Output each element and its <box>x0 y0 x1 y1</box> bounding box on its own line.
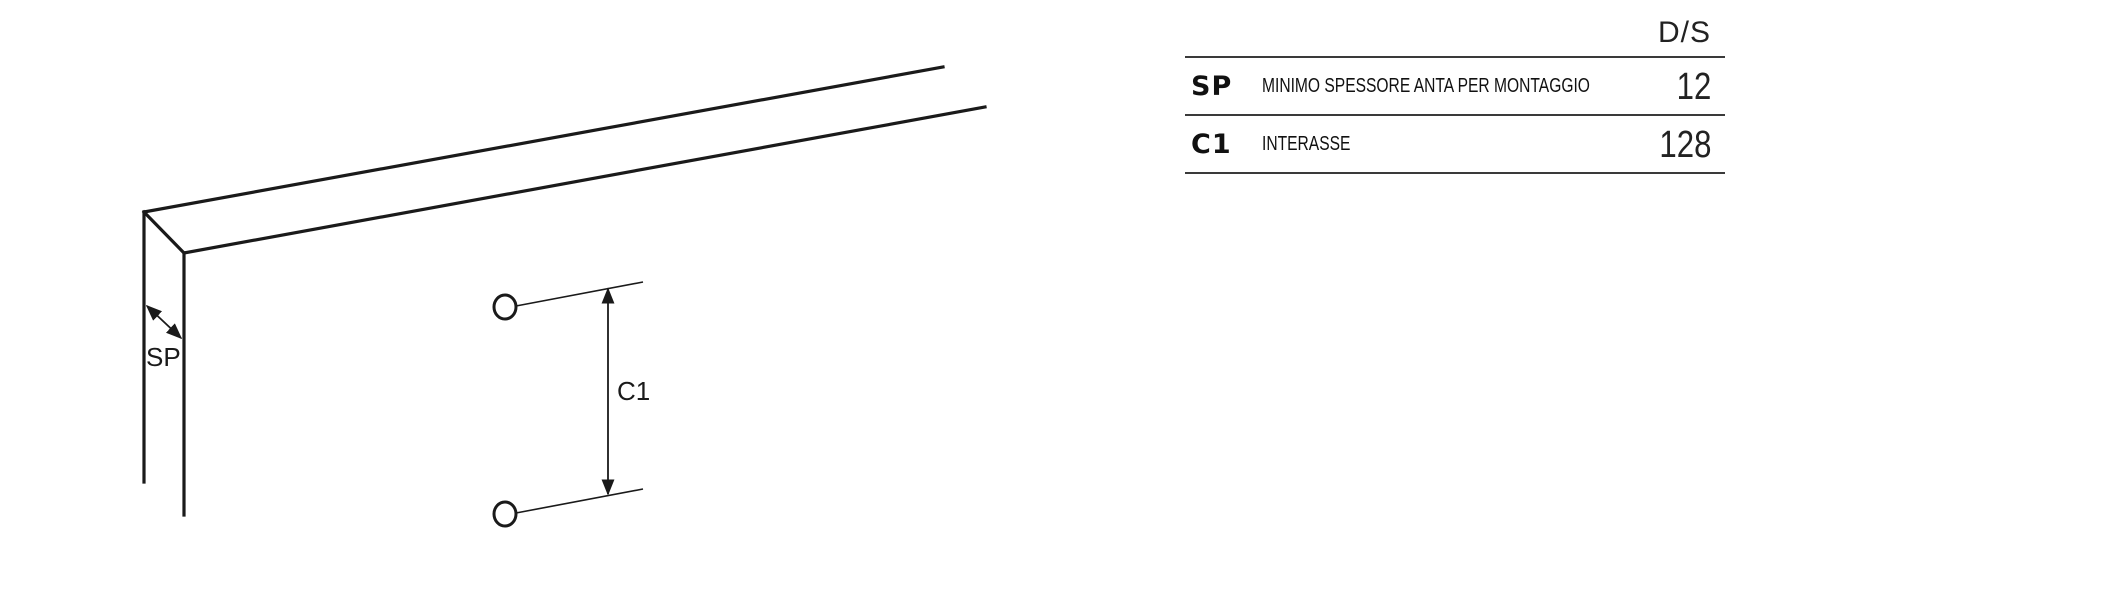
upper-hole <box>492 293 518 321</box>
spec-table: D/S SP MINIMO SPESSORE ANTA PER MONTAGGI… <box>1185 0 1725 174</box>
row-description: MINIMO SPESSORE ANTA PER MONTAGGIO <box>1262 75 1590 97</box>
c1-label: C1 <box>617 376 650 406</box>
lower-hole-extension-line <box>515 488 644 514</box>
row-code: SP <box>1191 71 1233 102</box>
table-row: SP MINIMO SPESSORE ANTA PER MONTAGGIO 12 <box>1185 58 1725 116</box>
panel-outer-top-edge <box>142 65 945 214</box>
table-header: D/S <box>1185 0 1725 58</box>
c1-spacing-dimension: C1 <box>601 287 650 496</box>
row-code: C1 <box>1191 129 1232 160</box>
sp-thickness-dimension: SP <box>145 304 183 372</box>
lower-hole <box>492 500 518 528</box>
row-value: 12 <box>1676 66 1711 108</box>
table-row: C1 INTERASSE 128 <box>1185 116 1725 174</box>
sp-dimension-arrow <box>145 304 183 340</box>
row-description: INTERASSE <box>1262 133 1351 155</box>
row-value: 128 <box>1659 124 1711 166</box>
panel-corner-bevel <box>141 209 187 256</box>
door-panel <box>141 65 987 517</box>
column-header-ds: D/S <box>1657 16 1711 49</box>
panel-inner-top-edge <box>182 105 987 255</box>
upper-hole-extension-line <box>515 281 644 307</box>
mounting-holes <box>492 281 644 528</box>
sp-label: SP <box>146 342 181 372</box>
